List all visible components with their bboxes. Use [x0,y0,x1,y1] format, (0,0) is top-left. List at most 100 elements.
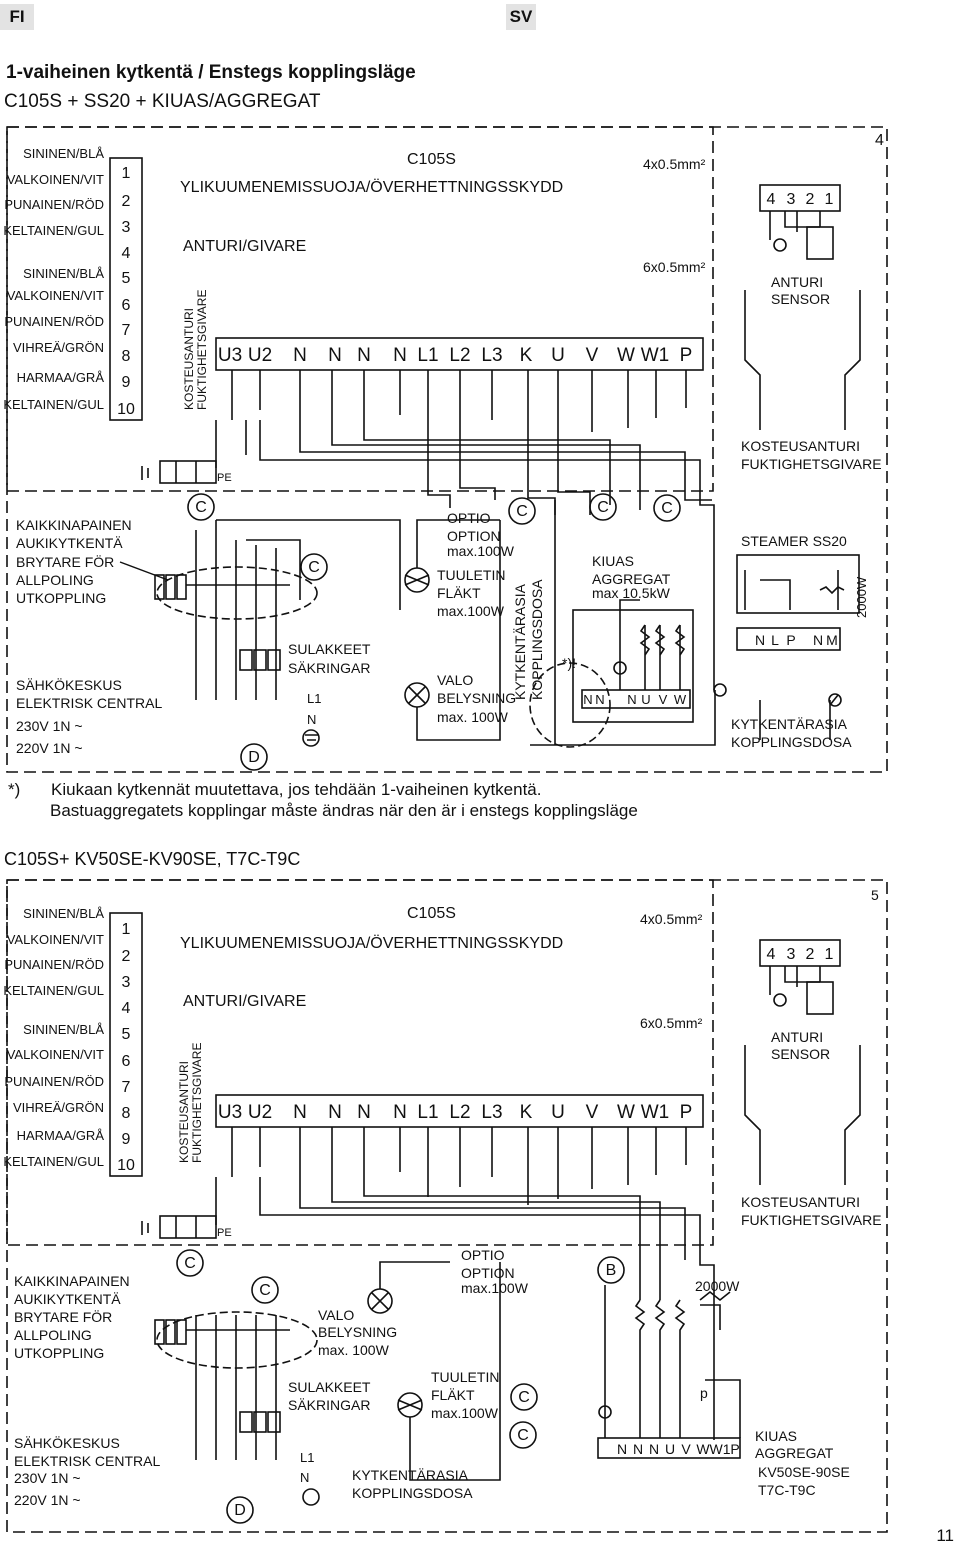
language-tab-fi: FI [0,4,34,30]
humidity-vertical-label: KOSTEUSANTURI [182,308,196,410]
wire-color-label: PUNAINEN/RÖD [4,1074,104,1089]
cable-label-1: 4x0.5mm² [640,911,703,927]
junction-c: C [518,1389,530,1406]
option-label: OPTION [447,528,501,544]
heater-label: max 10.5kW [592,585,671,601]
wire-number-column: 1 2 3 4 5 6 7 8 9 10 [117,165,135,418]
humidity-label: KOSTEUSANTURI [741,1194,860,1210]
cable-label-2: 6x0.5mm² [640,1015,703,1031]
wire-number: 9 [122,1131,131,1148]
wire-number: 3 [122,974,131,991]
heater-terminal: N [583,692,592,707]
sensor-pin: 1 [825,191,834,208]
central-label-line: SÄHKÖKESKUS [16,676,122,693]
terminal-label: U2 [248,345,272,366]
fan-label: max.100W [437,603,505,619]
n-label: N [300,1470,309,1485]
wire-number: 8 [122,348,131,365]
pe-label: PE [217,1227,232,1239]
p-label: p [700,1385,708,1401]
wire-number: 4 [122,1000,131,1017]
steamer-terminals: N L P N M [755,632,838,648]
junction-d: D [234,1502,246,1519]
heater-terminal: V [681,1441,691,1457]
heater-terminal: N [649,1441,659,1457]
heater-label: AGGREGAT [755,1445,834,1461]
central-label-line: ELEKTRISK CENTRAL [16,695,162,711]
diagram-number: 4 [875,132,884,149]
humidity-label: FUKTIGHETSGIVARE [741,456,882,472]
breaker-label-line: KAIKKINAPAINEN [16,517,132,533]
footnote-marker: *) [8,780,21,799]
terminal-label: W1 [641,345,670,366]
sensor-pin: 4 [767,191,776,208]
junction-c: C [259,1282,271,1299]
terminal-label: U3 [218,1102,242,1123]
humidity-vertical-label: FUKTIGHETSGIVARE [195,290,209,410]
wire-number: 9 [122,374,131,391]
terminal-label: W1 [641,1102,670,1123]
breaker-label-line: AUKIKYTKENTÄ [16,535,123,551]
wire-number: 8 [122,1105,131,1122]
wire-color-label: KELTAINEN/GUL [3,1154,104,1169]
terminal-label: L2 [449,345,470,366]
wire-color-label: PUNAINEN/RÖD [4,314,104,329]
terminal-label: N [393,1102,407,1123]
terminal-label: L3 [481,345,502,366]
wire-number: 7 [122,322,131,339]
diagram-number: 5 [871,887,879,903]
wire-color-label: SININEN/BLÅ [23,906,104,921]
junction-c: C [517,1427,529,1444]
heater-label: KIUAS [755,1428,797,1444]
wire-color-label: KELTAINEN/GUL [3,397,104,412]
sensor-pin-labels-2: 4 3 2 1 [767,946,834,963]
star-note: *)! [562,655,576,671]
central-label-line: 230V 1N ~ [14,1470,81,1486]
terminal-label: P [680,1102,693,1123]
sensor-pin: 3 [787,191,796,208]
terminal-label: V [586,1102,599,1123]
wire-number: 2 [122,193,131,210]
fan-label: TUULETIN [437,567,505,583]
junction-d: D [248,749,260,766]
wire-number: 7 [122,1079,131,1096]
cable-label-1: 4x0.5mm² [643,156,706,172]
fuses-label: SULAKKEET [288,1379,371,1395]
fan-label: TUULETIN [431,1369,499,1385]
junction-c: C [597,499,609,516]
wire-color-label: SININEN/BLÅ [23,266,104,281]
steamer-terminal: M [826,632,838,648]
terminal-label: W [617,1102,635,1123]
wire-number: 6 [122,297,131,314]
steamer-label: STEAMER SS20 [741,533,847,549]
sensor-pin: 4 [767,946,776,963]
wire-color-label: SININEN/BLÅ [23,1022,104,1037]
wire-color-labels: SININEN/BLÅ VALKOINEN/VIT PUNAINEN/RÖD K… [3,146,104,412]
sensor-pin: 2 [806,946,815,963]
light-label: BELYSNING [437,690,516,706]
diagram2-heading: C105S+ KV50SE-KV90SE, T7C-T9C [4,849,301,869]
central-label-line: SÄHKÖKESKUS [14,1434,120,1451]
breaker-label-line: KAIKKINAPAINEN [14,1273,130,1289]
wire-color-label: KELTAINEN/GUL [3,223,104,238]
terminal-label: P [680,345,693,366]
heater-label: KIUAS [592,553,634,569]
terminal-label: W [617,345,635,366]
junction-label: KOPPLINGSDOSA [352,1485,473,1501]
terminal-label: N [357,345,371,366]
heater-terminal: N [633,1441,643,1457]
light-label: VALO [437,672,473,688]
central-label-2: SÄHKÖKESKUS ELEKTRISK CENTRAL 230V 1N ~ … [14,1434,160,1508]
sensor-pin: 1 [825,946,834,963]
terminal-label: L1 [417,1102,438,1123]
wire-number: 4 [122,245,131,262]
junction-label: KYTKENTÄRASIA [352,1467,469,1483]
central-label-line: 230V 1N ~ [16,718,83,734]
model-label: C105S [407,905,456,922]
wire-color-label: SININEN/BLÅ [23,146,104,161]
wire-number: 5 [122,270,131,287]
sensor-label: SENSOR [771,1046,830,1062]
l1-label: L1 [300,1450,314,1465]
terminal-label: N [328,345,342,366]
